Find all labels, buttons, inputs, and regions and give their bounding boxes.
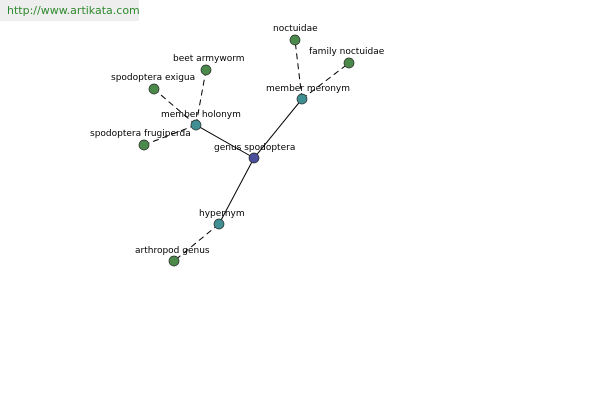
leaf-node-dot[interactable]: [289, 34, 301, 46]
node-member-holonym[interactable]: member holonym: [161, 110, 241, 131]
relation-node-label[interactable]: member meronym: [266, 84, 350, 94]
leaf-node-label[interactable]: arthropod genus: [135, 246, 210, 256]
nodes-layer: beet armyworm spodoptera exigua spodoptera…: [90, 24, 385, 267]
leaf-node-dot[interactable]: [138, 139, 150, 151]
node-member-meronym[interactable]: member meronym: [266, 84, 350, 105]
leaf-node-dot[interactable]: [148, 83, 160, 95]
relation-node-dot[interactable]: [190, 119, 202, 131]
node-hypernym[interactable]: hypernym: [199, 209, 245, 230]
relation-node-dot[interactable]: [296, 93, 308, 105]
leaf-node-label[interactable]: spodoptera exigua: [111, 73, 195, 83]
edge-genus-spodoptera-to-member-holonym: [195, 124, 255, 159]
leaf-node-label[interactable]: beet armyworm: [173, 54, 245, 64]
center-node-label[interactable]: genus spodoptera: [214, 143, 295, 153]
edge-genus-spodoptera-to-hypernym: [218, 157, 255, 225]
node-spodoptera-frugiperda[interactable]: spodoptera frugiperda: [90, 129, 191, 151]
edge-genus-spodoptera-to-member-meronym: [253, 98, 303, 159]
leaf-node-label[interactable]: noctuidae: [273, 24, 318, 34]
node-arthropod-genus[interactable]: arthropod genus: [135, 246, 210, 267]
node-family-noctuidae[interactable]: family noctuidae: [309, 47, 385, 69]
leaf-node-label[interactable]: family noctuidae: [309, 47, 385, 57]
node-genus-spodoptera[interactable]: genus spodoptera: [214, 143, 295, 164]
leaf-node-dot[interactable]: [200, 64, 212, 76]
leaf-node-label[interactable]: spodoptera frugiperda: [90, 129, 191, 139]
source-url-link[interactable]: http://www.artikata.com: [0, 0, 140, 21]
relation-node-dot[interactable]: [213, 218, 225, 230]
node-noctuidae[interactable]: noctuidae: [273, 24, 318, 46]
center-node-dot[interactable]: [248, 152, 260, 164]
leaf-node-dot[interactable]: [168, 255, 180, 267]
relation-node-label[interactable]: member holonym: [161, 110, 241, 120]
leaf-node-dot[interactable]: [343, 57, 355, 69]
relation-node-label[interactable]: hypernym: [199, 209, 245, 219]
edges-layer: [143, 39, 350, 262]
node-beet-armyworm[interactable]: beet armyworm: [173, 54, 245, 76]
node-spodoptera-exigua[interactable]: spodoptera exigua: [111, 73, 195, 95]
